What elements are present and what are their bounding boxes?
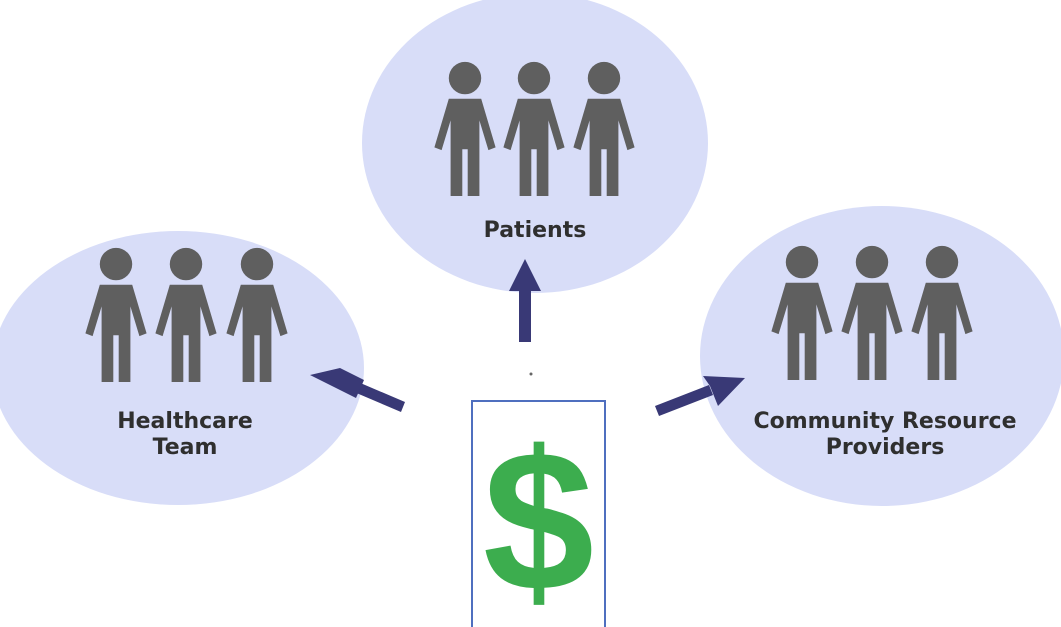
arrow-to-community-resource-providers xyxy=(655,376,745,416)
healthcare-team-group: Healthcare Team xyxy=(0,231,364,505)
patients-label: Patients xyxy=(484,218,587,243)
dollar-sign-icon: $ xyxy=(483,410,594,627)
decorative-dot xyxy=(529,372,533,376)
patients-group: Patients xyxy=(362,0,708,293)
arrow-to-healthcare-team xyxy=(310,368,405,412)
healthcare-team-label-line2: Team xyxy=(153,435,218,460)
community-resource-providers-label-line2: Providers xyxy=(826,435,945,460)
arrow-to-patients xyxy=(509,259,541,342)
community-resource-providers-label-line1: Community Resource xyxy=(753,409,1016,434)
dollar-box-border xyxy=(471,400,606,627)
community-resource-providers-group: Community Resource Providers xyxy=(700,206,1061,506)
healthcare-team-label-line1: Healthcare xyxy=(117,409,253,434)
dollar-box: $ xyxy=(471,400,606,627)
